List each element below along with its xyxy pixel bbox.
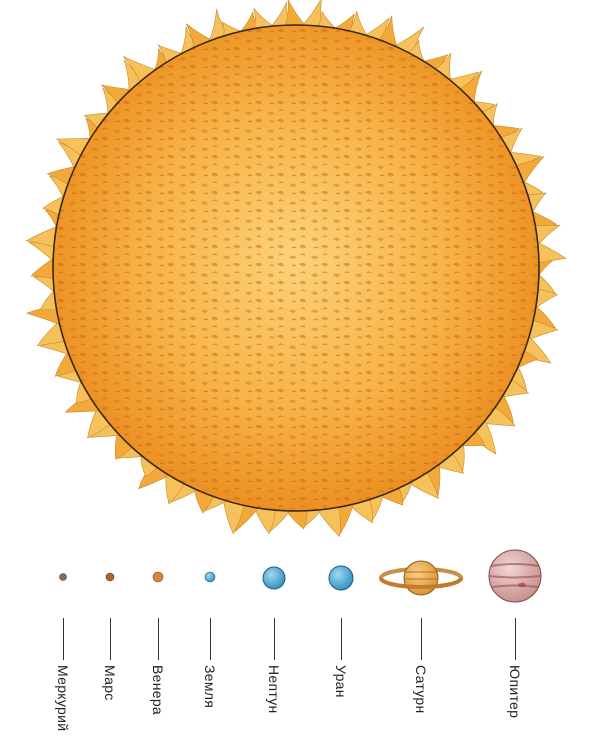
label-venus: Венера [150,665,166,716]
label-jupiter: Юпитер [507,665,523,719]
leader-line-uranus [341,618,342,660]
planet-mars [105,572,115,582]
leader-line-earth [210,618,211,660]
sun-flare [25,225,60,248]
planet-uranus [328,565,354,591]
sun-flare [458,70,483,107]
leader-line-saturn [421,618,422,660]
sun-flare [284,0,308,28]
sun-flare [100,84,135,106]
planet-saturn [379,560,463,596]
sun-outline [52,24,540,512]
sun-flare [36,319,67,347]
leader-line-neptune [274,618,275,660]
planet-neptune [262,566,286,590]
label-mercury: Меркурий [55,665,71,732]
label-earth: Земля [202,665,218,709]
label-uranus: Уран [333,665,349,698]
sun-flare [76,378,94,404]
sun [52,24,540,512]
sun-flare [114,430,134,460]
sun-flare [535,240,567,264]
sun-flare [406,39,427,66]
leader-line-mars [110,618,111,660]
label-saturn: Сатурн [413,665,429,714]
label-neptune: Нептун [266,665,282,714]
sun-flare [433,52,452,85]
leader-line-jupiter [515,618,516,660]
label-mars: Марс [102,665,118,701]
sun-flare [498,127,523,158]
sun-flare [87,405,113,439]
planet-mercury [59,573,67,581]
planet-venus [152,571,164,583]
leader-line-venus [158,618,159,660]
sun-flare [253,8,277,32]
sun-flare [30,256,56,280]
sun-flare [157,44,186,66]
sun-flare [222,497,245,535]
sun-texture [53,25,539,511]
leader-line-mercury [63,618,64,660]
planet-jupiter [488,549,542,603]
sun-flare [316,504,341,538]
planet-earth [204,571,216,583]
